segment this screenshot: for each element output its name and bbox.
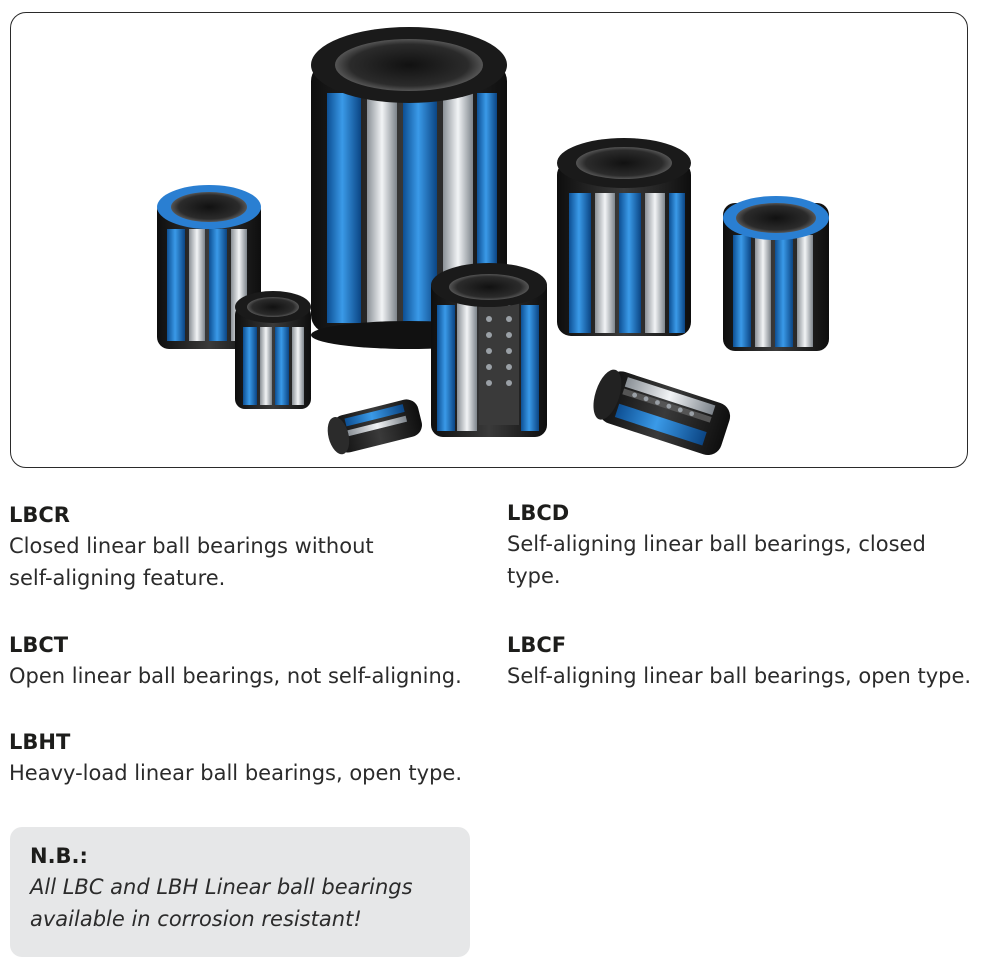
product-code: LBCD (507, 501, 570, 525)
note-line: available in corrosion resistant! (30, 907, 362, 931)
product-description-line: Closed linear ball bearings without (9, 534, 374, 558)
product-code: LBCT (9, 633, 69, 657)
product-lbcd: LBCD Self-aligning linear ball bearings,… (507, 498, 977, 592)
product-code: LBCR (9, 503, 70, 527)
bearing-tiny (235, 291, 311, 409)
bearing-medium (557, 138, 691, 336)
note-line: All LBC and LBH Linear ball bearings (30, 875, 413, 899)
product-description-line: Self-aligning linear ball bearings, clos… (507, 532, 926, 556)
bearing-left (157, 185, 261, 349)
product-description-line: Heavy-load linear ball bearings, open ty… (9, 761, 463, 785)
bearing-small-right (723, 196, 829, 351)
product-code: LBCF (507, 633, 567, 657)
product-lbht: LBHT Heavy-load linear ball bearings, op… (9, 727, 479, 789)
product-lbct: LBCT Open linear ball bearings, not self… (9, 630, 479, 692)
bearing-open-center (431, 263, 547, 437)
product-lbcr: LBCR Closed linear ball bearings without… (9, 500, 479, 594)
bearing-lying-small (327, 399, 422, 455)
product-description-line: Open linear ball bearings, not self-alig… (9, 664, 462, 688)
product-code: LBHT (9, 730, 71, 754)
product-lbcf: LBCF Self-aligning linear ball bearings,… (507, 630, 977, 692)
note-box: N.B.: All LBC and LBH Linear ball bearin… (10, 827, 470, 957)
note-title: N.B.: (30, 844, 88, 868)
product-description-line: self-aligning feature. (9, 566, 226, 590)
linear-ball-bearings-illustration (157, 27, 829, 456)
product-description-line: Self-aligning linear ball bearings, open… (507, 664, 972, 688)
bearing-lying-open (593, 369, 731, 456)
product-description-line: type. (507, 564, 561, 588)
product-photo (10, 12, 968, 468)
